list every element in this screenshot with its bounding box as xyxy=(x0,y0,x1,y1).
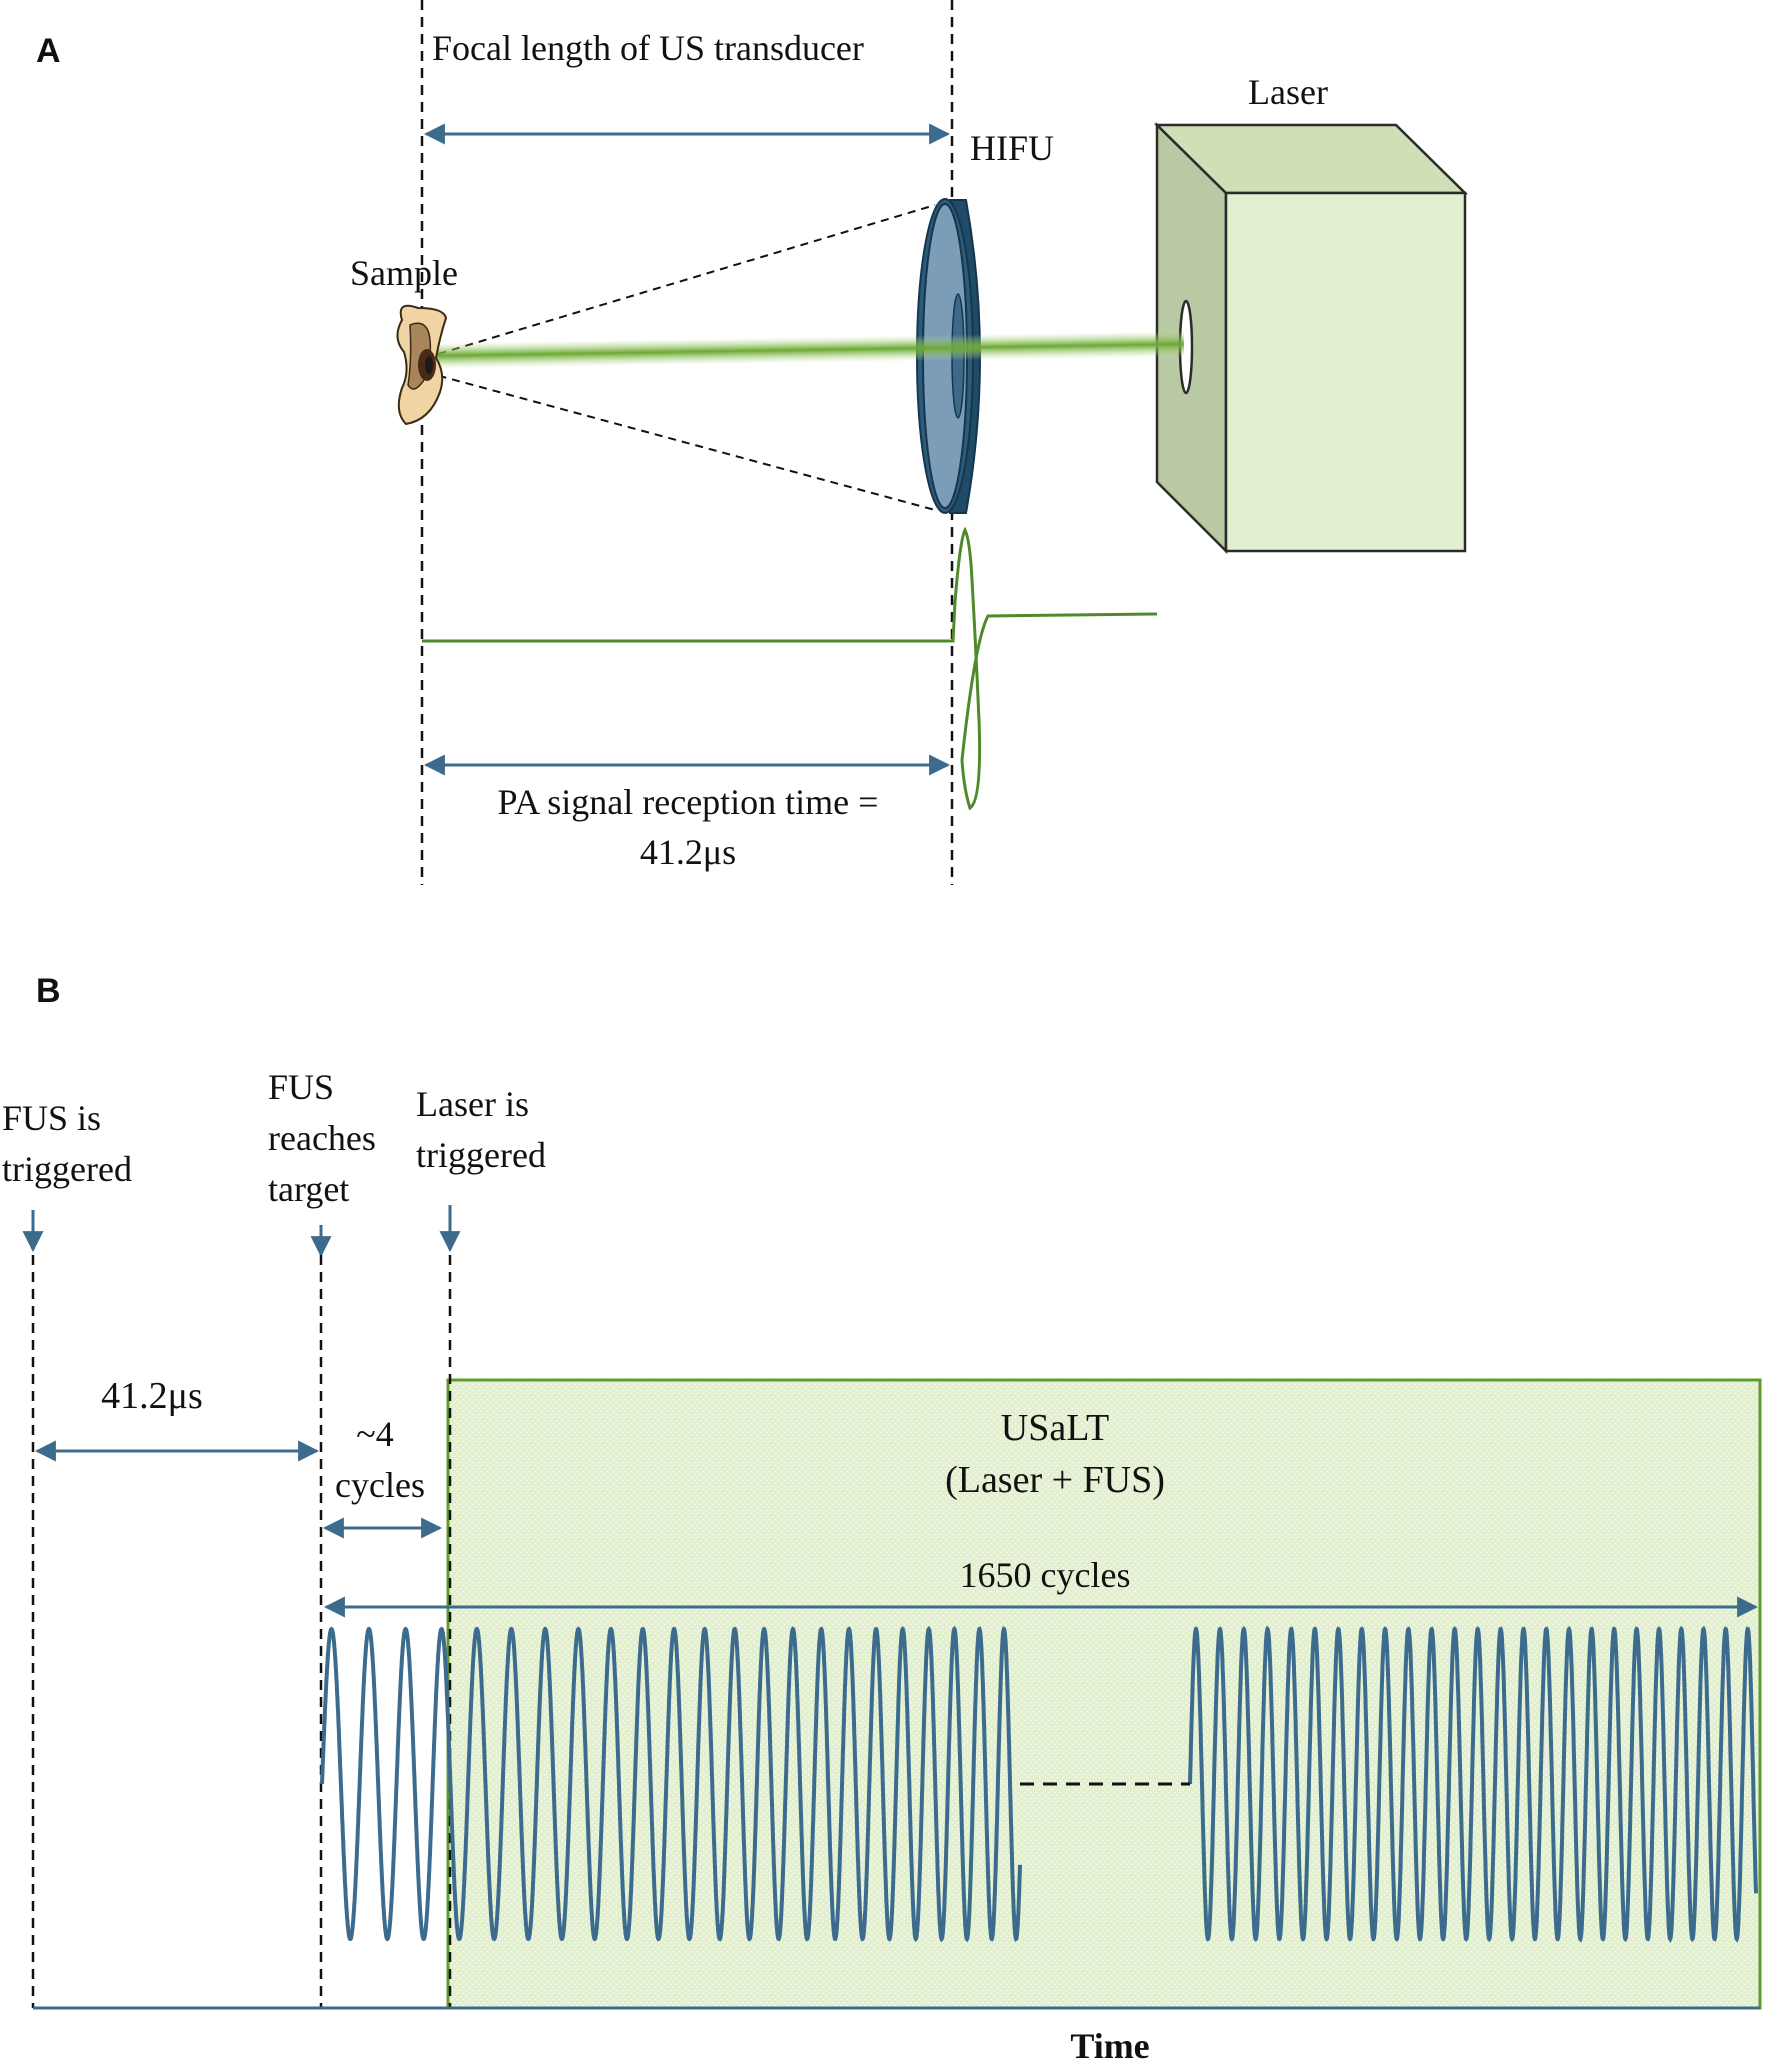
time-axis-label: Time xyxy=(1070,2026,1149,2065)
sample-label: Sample xyxy=(350,253,458,293)
fus-triggered-label-line2: triggered xyxy=(2,1149,132,1189)
panel-b-label: B xyxy=(36,972,61,1010)
laser-triggered-label-line1: Laser is xyxy=(416,1084,529,1124)
event-arrows xyxy=(22,1205,461,1258)
usalt-label-line2: (Laser + FUS) xyxy=(945,1459,1165,1501)
delay-label: 41.2μs xyxy=(101,1375,203,1417)
fus-reaches-label-line1: FUS xyxy=(268,1067,334,1107)
usalt-label-line1: USaLT xyxy=(1001,1407,1109,1449)
panel-a-label: A xyxy=(36,32,61,70)
fus-reaches-label-line3: target xyxy=(268,1169,349,1209)
sample-icon xyxy=(396,304,448,426)
laser-label: Laser xyxy=(1248,72,1328,112)
reception-time-label-line2: 41.2μs xyxy=(640,832,736,872)
cycles-label-line1: ~4 xyxy=(356,1414,393,1454)
laser-box xyxy=(1153,122,1469,555)
reception-time-label-line1: PA signal reception time = xyxy=(498,782,879,822)
total-cycles-label: 1650 cycles xyxy=(960,1555,1131,1595)
focus-cone xyxy=(424,204,936,511)
pa-signal-trace xyxy=(422,526,1158,811)
fus-triggered-label-line1: FUS is xyxy=(2,1098,101,1138)
event-guides xyxy=(31,1255,452,2008)
focal-length-label: Focal length of US transducer xyxy=(432,28,864,68)
hifu-label: HIFU xyxy=(970,128,1054,168)
cycles-label-line2: cycles xyxy=(335,1465,425,1505)
laser-triggered-label-line2: triggered xyxy=(416,1135,546,1175)
laser-beam xyxy=(421,331,1185,369)
fus-reaches-label-line2: reaches xyxy=(268,1118,376,1158)
fus-waveform xyxy=(320,1625,1758,1943)
